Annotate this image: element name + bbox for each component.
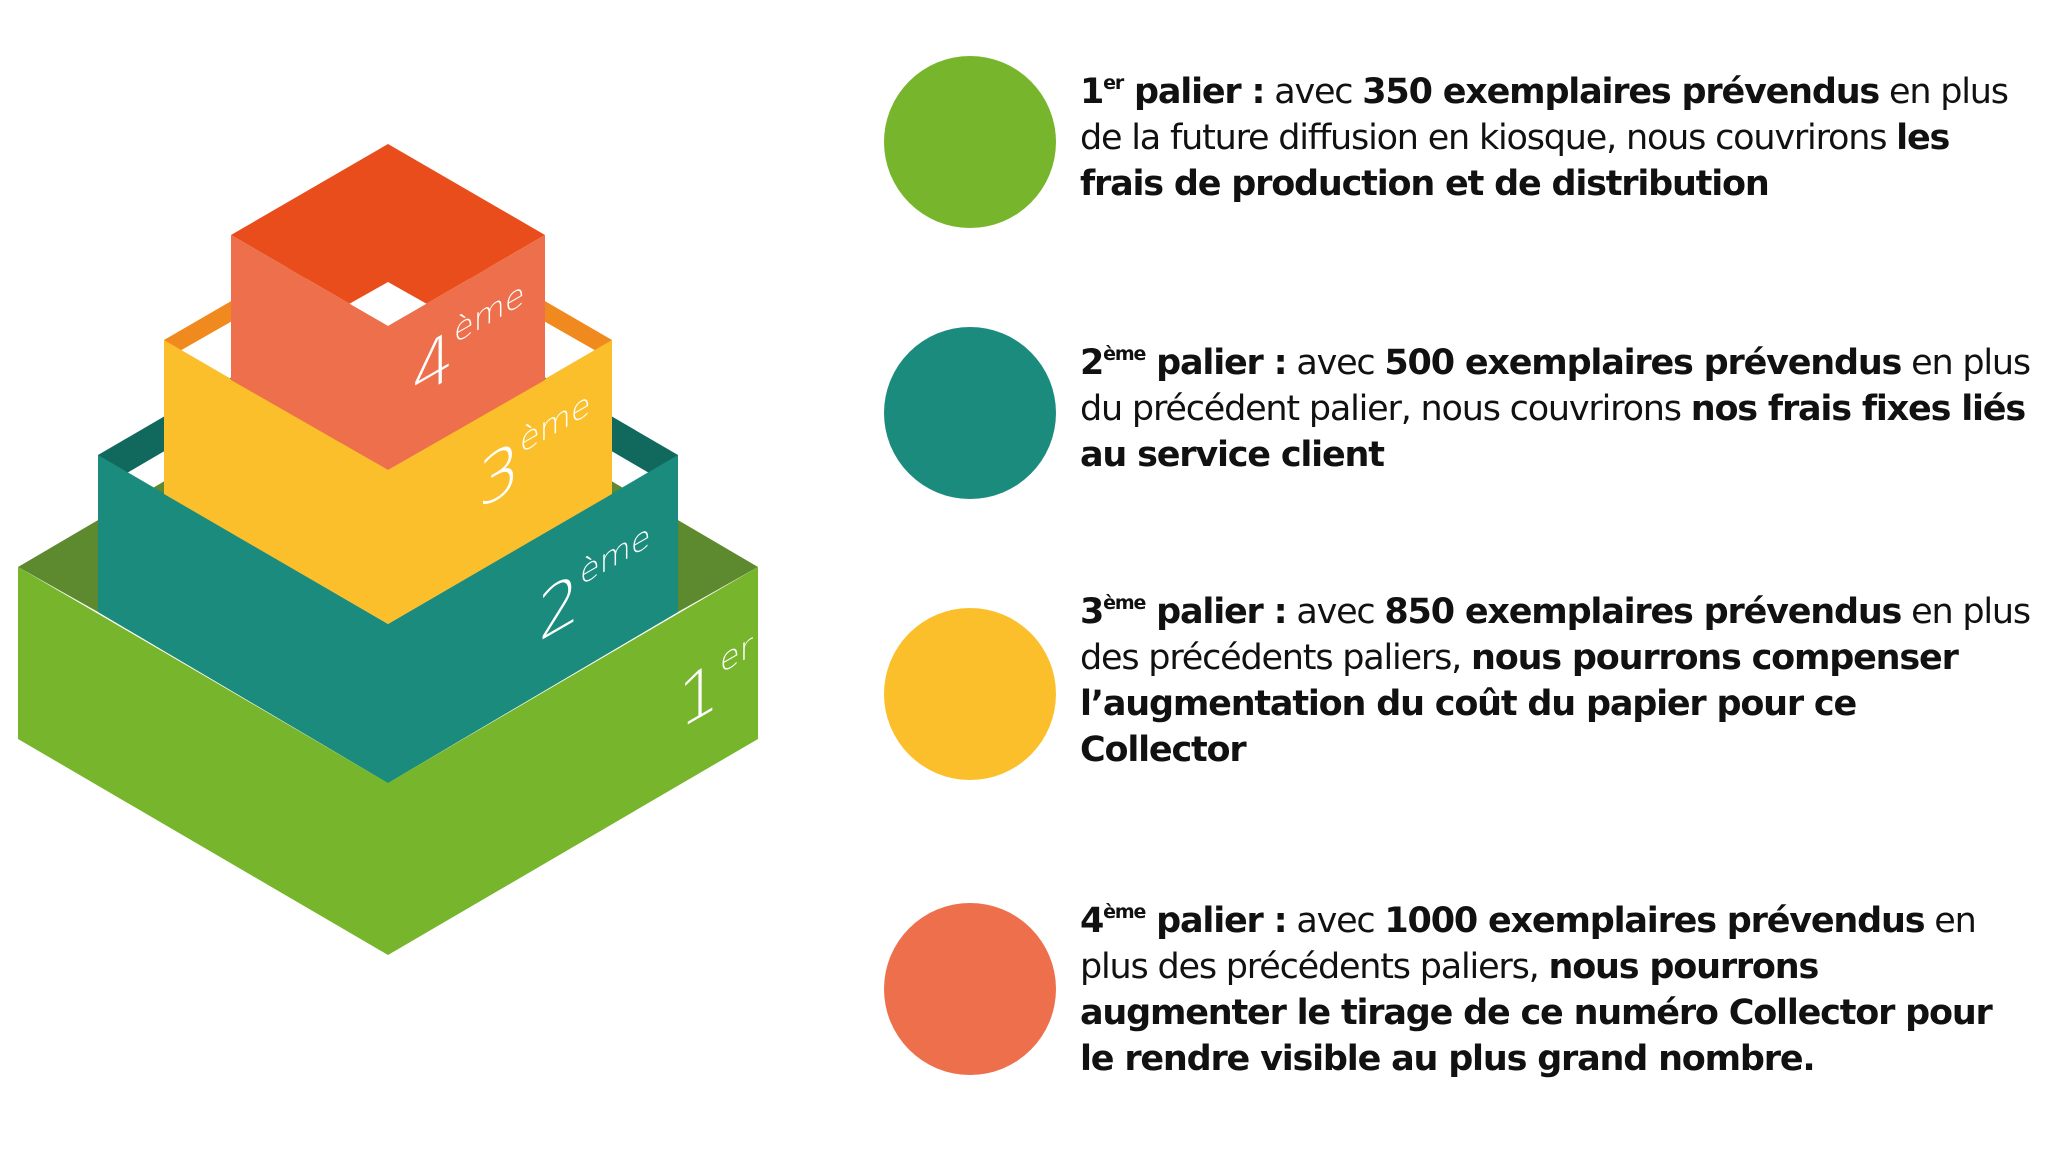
tier-4-result: nous pourrons augmenter le tirage de ce … — [1080, 947, 1993, 1079]
pyramid-tier-3 — [164, 210, 612, 624]
tier-3-number: 3 — [1080, 592, 1104, 632]
tier-4-number: 4 — [1080, 901, 1104, 941]
tier-3-description: 3ème palier : avec 850 exemplaires préve… — [1080, 589, 2031, 773]
tier-2-number: 2 — [1080, 343, 1104, 383]
tier-3-color-dot — [884, 608, 1056, 780]
tier-3-heading: palier : — [1156, 592, 1287, 632]
tier-3-right-face — [388, 340, 612, 624]
tier-1-heading: palier : — [1134, 72, 1265, 112]
tier-4-middle: en plus des précédents paliers, — [1080, 901, 1977, 987]
tier-2-middle: en plus du précédent palier, nous couvri… — [1080, 343, 2031, 429]
tier-1-number: 1 — [1080, 72, 1104, 112]
tier-4-intro: avec — [1296, 901, 1375, 941]
tier-1-color-dot — [884, 56, 1056, 228]
tier-pyramid-illustration: 1er 2ème 3ème 4ème — [18, 144, 758, 955]
tier-2-description: 2ème palier : avec 500 exemplaires préve… — [1080, 340, 2031, 478]
tier-4-color-dot — [884, 903, 1056, 1075]
tier-2-intro: avec — [1296, 343, 1375, 383]
pyramid-tier-4 — [231, 144, 545, 470]
tier-2-heading: palier : — [1156, 343, 1287, 383]
tier-2-color-dot — [884, 327, 1056, 499]
tier-2-suffix: ème — [1103, 343, 1146, 365]
tier-2-right-face — [388, 455, 678, 783]
tier-3-suffix: ème — [1103, 592, 1146, 614]
tier-3-middle: en plus des précédents paliers, — [1080, 592, 2031, 678]
tier-1-count: 350 exemplaires prévendus — [1362, 72, 1880, 112]
tier-1-intro: avec — [1274, 72, 1353, 112]
tier-4-left-face — [231, 235, 388, 470]
tier-1-left-face — [18, 567, 388, 955]
tier-1-result: les frais de production et de distributi… — [1080, 118, 1950, 204]
tier-3-count: 850 exemplaires prévendus — [1384, 592, 1902, 632]
tier-2-count: 500 exemplaires prévendus — [1384, 343, 1902, 383]
tier-4-description: 4ème palier : avec 1000 exemplaires prév… — [1080, 898, 2030, 1082]
tier-1-right-face — [388, 567, 758, 955]
tier-1-middle: en plus de la future diffusion en kiosqu… — [1080, 72, 2009, 158]
tier-2-left-face — [98, 455, 388, 783]
tier-4-count: 1000 exemplaires prévendus — [1384, 901, 1925, 941]
tier-1-suffix: er — [1103, 72, 1124, 94]
tier-2-result: nos frais fixes liés au service client — [1080, 389, 2026, 475]
tier-3-result: nous pourrons compenser l’augmentation d… — [1080, 638, 1959, 770]
tier-1-description: 1er palier : avec 350 exemplaires préven… — [1080, 69, 2030, 207]
tier-4-suffix: ème — [1103, 901, 1146, 923]
tier-3-intro: avec — [1296, 592, 1375, 632]
tier-4-right-face — [388, 235, 545, 470]
tier-4-heading: palier : — [1156, 901, 1287, 941]
tier-3-left-face — [164, 340, 388, 624]
